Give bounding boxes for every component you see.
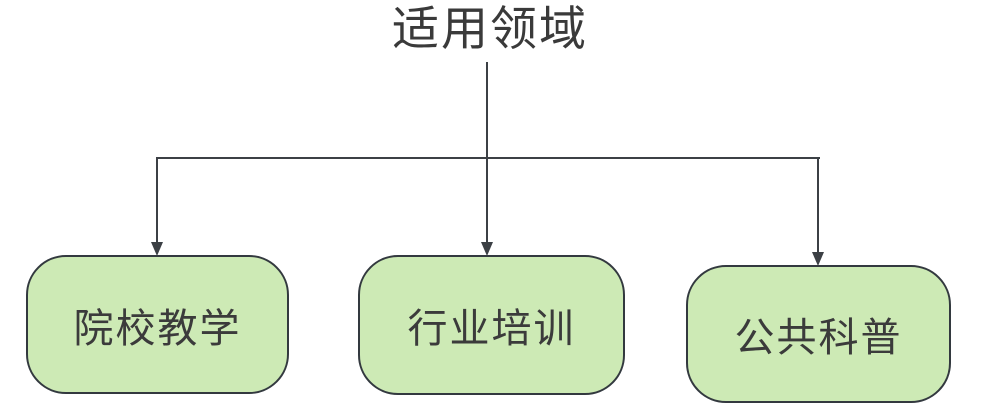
node-label: 行业培训 bbox=[407, 307, 576, 351]
node-school-teaching: 院校教学 bbox=[26, 255, 289, 394]
connector-drop-right bbox=[817, 157, 819, 252]
diagram-title: 适用领域 bbox=[392, 2, 588, 55]
connector-stem-center bbox=[486, 62, 488, 242]
arrowhead-left-icon bbox=[151, 242, 163, 256]
node-label: 公共科普 bbox=[734, 316, 903, 360]
node-label: 院校教学 bbox=[73, 306, 242, 351]
arrowhead-right-icon bbox=[812, 252, 824, 266]
node-public-science: 公共科普 bbox=[686, 265, 951, 403]
connector-branch-horizontal bbox=[156, 157, 820, 159]
node-industry-training: 行业培训 bbox=[358, 255, 625, 395]
connector-drop-left bbox=[156, 157, 158, 242]
arrowhead-center-icon bbox=[481, 242, 493, 256]
